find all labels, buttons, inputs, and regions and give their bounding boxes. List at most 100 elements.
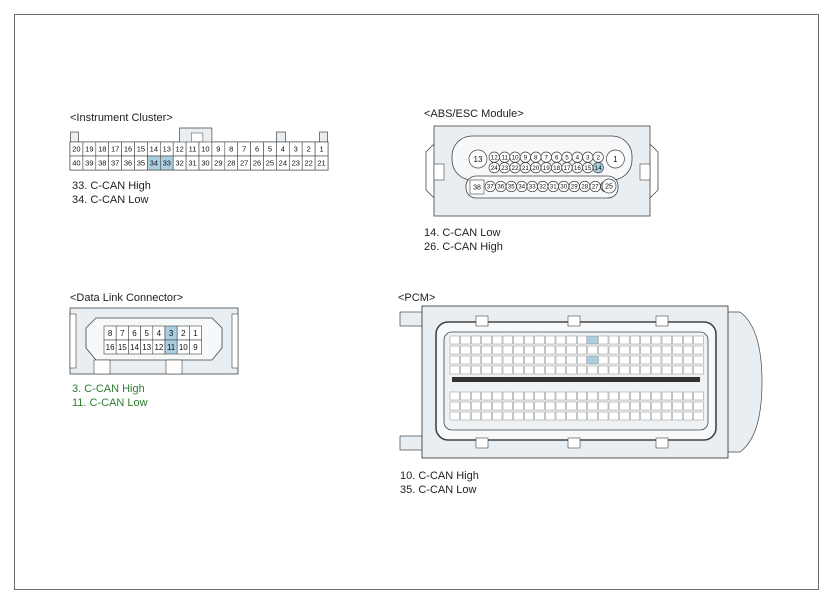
abs-pin-3-label: 3 — [586, 154, 590, 161]
pcm-pin — [545, 345, 556, 355]
abs-pin-34-label: 34 — [518, 185, 525, 191]
pcm-pin — [661, 401, 672, 411]
pcm-pin — [513, 401, 524, 411]
pcm-pin — [619, 335, 630, 345]
ic-pin-15-label: 15 — [137, 145, 145, 154]
ic-tab-right — [319, 131, 328, 143]
pcm-pin — [619, 411, 630, 421]
pcm-pin — [449, 391, 460, 401]
pcm-pin — [683, 365, 694, 375]
pcm-pin — [523, 411, 534, 421]
dlc-pin-14-label: 14 — [130, 343, 139, 352]
pcm-lever — [725, 311, 763, 453]
dlc-pin-12-label: 12 — [154, 343, 163, 352]
pcm-pin — [672, 365, 683, 375]
pcm-pin — [555, 355, 566, 365]
pcm-pin — [470, 365, 481, 375]
pcm-pin — [460, 355, 471, 365]
pcm-pin — [683, 345, 694, 355]
ic-pin-2-label: 2 — [307, 145, 311, 154]
ic-pin-24-label: 24 — [279, 159, 287, 168]
pcm-pin — [545, 401, 556, 411]
ic-key-slot — [191, 132, 204, 143]
pcm-pin — [470, 345, 481, 355]
abs-pin-38 — [469, 179, 485, 195]
pcm-pin — [629, 335, 640, 345]
pcm-pin — [513, 411, 524, 421]
instrument-cluster-note-2: 34. C-CAN Low — [72, 194, 149, 206]
ic-pin-9-label: 9 — [216, 145, 220, 154]
abs-pin-9-label: 9 — [524, 154, 528, 161]
ic-pin-35-label: 35 — [137, 159, 145, 168]
pcm-pin — [513, 391, 524, 401]
abs-pin-35-label: 35 — [508, 185, 515, 191]
pcm-pin — [481, 355, 492, 365]
pcm-pin — [492, 335, 503, 345]
ic-pin-26-label: 26 — [253, 159, 261, 168]
ic-pin-40-label: 40 — [72, 159, 80, 168]
pcm-pin — [587, 335, 598, 345]
pcm-pin — [629, 355, 640, 365]
pcm-pin — [492, 345, 503, 355]
abs-pin-13-label: 13 — [474, 155, 483, 164]
pcm-pin — [693, 391, 704, 401]
dlc-pin-11-label: 11 — [167, 343, 176, 352]
pcm-title: <PCM> — [398, 292, 436, 304]
pcm-pin — [460, 365, 471, 375]
ic-pin-19-label: 19 — [85, 145, 93, 154]
abs-pin-17-label: 17 — [563, 165, 571, 172]
pcm-pin — [661, 365, 672, 375]
ic-pin-7-label: 7 — [242, 145, 246, 154]
pcm-pin — [576, 365, 587, 375]
pcm-pin — [629, 411, 640, 421]
pcm-pin — [683, 411, 694, 421]
pcm-pin — [481, 345, 492, 355]
ic-pin-14-label: 14 — [150, 145, 158, 154]
pcm-pin — [640, 401, 651, 411]
pcm-pin — [619, 365, 630, 375]
pcm-mount-0 — [399, 311, 423, 327]
pcm-pin — [566, 355, 577, 365]
ic-pin-1-label: 1 — [319, 145, 323, 154]
pcm-pin — [513, 345, 524, 355]
ic-pin-17-label: 17 — [111, 145, 119, 154]
pcm-clip-2 — [655, 315, 669, 327]
pcm-pin — [523, 355, 534, 365]
pcm-pin — [555, 335, 566, 345]
ic-pin-3-label: 3 — [294, 145, 298, 154]
pcm-pin — [683, 335, 694, 345]
ic-pin-22-label: 22 — [304, 159, 312, 168]
pcm-pin — [481, 411, 492, 421]
ic-pin-36-label: 36 — [124, 159, 132, 168]
pcm-pin — [598, 365, 609, 375]
pcm-pin — [651, 401, 662, 411]
pcm-pin — [502, 365, 513, 375]
pcm-pin — [523, 335, 534, 345]
pcm-pin — [460, 335, 471, 345]
abs-esc-note-2: 26. C-CAN High — [424, 241, 503, 253]
pcm-pin — [460, 345, 471, 355]
ic-pin-18-label: 18 — [98, 145, 106, 154]
pcm-pin — [587, 355, 598, 365]
pcm-pin — [661, 335, 672, 345]
ic-pin-39-label: 39 — [85, 159, 93, 168]
pcm-pin — [640, 345, 651, 355]
abs-pin-28-label: 28 — [581, 185, 588, 191]
abs-pin-13 — [468, 149, 488, 169]
pcm-pin — [672, 411, 683, 421]
pcm-pin — [576, 391, 587, 401]
pcm-pin — [534, 391, 545, 401]
abs-esc-title: <ABS/ESC Module> — [424, 108, 524, 120]
pcm-pin — [619, 345, 630, 355]
abs-pin-16-label: 16 — [574, 165, 582, 172]
pcm-pin — [449, 345, 460, 355]
pcm-pin — [481, 365, 492, 375]
pcm-pin — [672, 345, 683, 355]
pcm-pin — [629, 365, 640, 375]
ic-pin-34-label: 34 — [150, 159, 158, 168]
ic-pin-12-label: 12 — [175, 145, 183, 154]
pcm-pin — [651, 355, 662, 365]
ic-pin-20-label: 20 — [72, 145, 80, 154]
pcm-notes: 10. C-CAN High 35. C-CAN Low — [400, 469, 479, 497]
